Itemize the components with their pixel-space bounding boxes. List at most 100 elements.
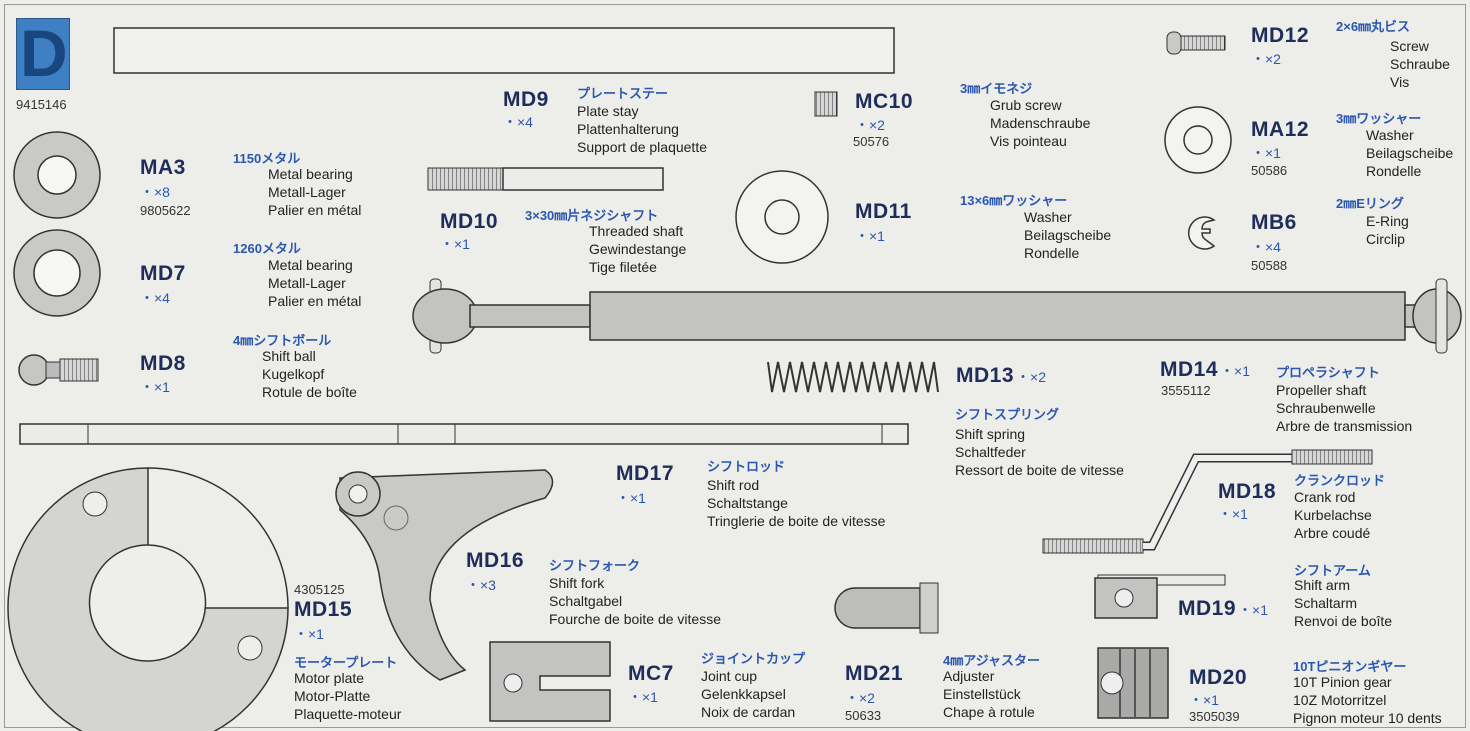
part-jp-md14: プロペラシャフト [1276, 365, 1380, 380]
part-jp-mb6: 2㎜Eリング [1336, 196, 1404, 211]
part-qty-md20: ・×1 [1189, 692, 1219, 708]
part-jp-md11: 13×6㎜ワッシャー [960, 193, 1068, 208]
washer-ma12-drawing [1164, 106, 1232, 174]
part-jp-md13: シフトスプリング [955, 407, 1060, 422]
section-letter: D [20, 16, 68, 90]
part-code-md10: MD10 [440, 210, 499, 233]
grub-screw-drawing [814, 91, 838, 117]
part-qty-md15: ・×1 [294, 626, 324, 642]
part-qty-md12: ・×2 [1251, 51, 1281, 67]
part-jp-md20: 10Tピニオンギヤー [1293, 659, 1407, 674]
part-code-md20: MD20 [1189, 666, 1248, 689]
part-number-ma12: 50586 [1251, 163, 1288, 178]
section-letter-badge: D [16, 16, 70, 90]
part-code-md7: MD7 [140, 262, 186, 285]
part-qty-mc7: ・×1 [628, 689, 658, 705]
part-number-md20: 3505039 [1189, 709, 1240, 724]
part-label-md13: MD13・×2 [956, 364, 1046, 387]
part-code-md11: MD11 [855, 200, 912, 223]
part-code-md15: MD15 [294, 598, 353, 621]
part-jp-ma3: 1150メタル [233, 151, 301, 166]
joint-cup-drawing [489, 641, 611, 722]
part-jp-md15: モータープレート [294, 655, 398, 670]
bearing-ma3-drawing [13, 131, 101, 219]
part-qty-mc10: ・×2 [855, 117, 885, 133]
part-jp-md7: 1260メタル [233, 241, 301, 256]
shift-spring-drawing [767, 361, 939, 393]
part-jp-md21: 4㎜アジャスター [943, 653, 1041, 668]
part-code-ma12: MA12 [1251, 118, 1310, 141]
part-code-md9: MD9 [503, 88, 549, 111]
part-jp-md16: シフトフォーク [549, 558, 641, 573]
part-qty-ma12: ・×1 [1251, 145, 1281, 161]
sheet-number: 9415146 [16, 97, 67, 112]
sheet-frame [4, 4, 1466, 728]
plate-stay-drawing [113, 27, 895, 74]
part-qty-md8: ・×1 [140, 379, 170, 395]
part-code-md8: MD8 [140, 352, 186, 375]
part-number-md15: 4305125 [294, 582, 345, 597]
shift-arm-drawing [1094, 574, 1226, 619]
part-qty-md10: ・×1 [440, 236, 470, 252]
propeller-shaft-drawing [412, 278, 1462, 354]
part-code-md18: MD18 [1218, 480, 1277, 503]
part-code-md16: MD16 [466, 549, 525, 572]
part-number-md21: 50633 [845, 708, 882, 723]
crank-rod-drawing [1042, 449, 1373, 554]
part-qty-md16: ・×3 [466, 577, 496, 593]
part-code-md12: MD12 [1251, 24, 1310, 47]
washer-md11-drawing [735, 170, 829, 264]
part-qty-md17: ・×1 [616, 490, 646, 506]
part-jp-md18: クランクロッド [1294, 473, 1386, 488]
screw-md12-drawing [1166, 31, 1226, 55]
part-number-mc10: 50576 [853, 134, 890, 149]
part-jp-md10: 3×30㎜片ネジシャフト [525, 208, 659, 223]
part-jp-md8: 4㎜シフトボール [233, 333, 332, 348]
part-qty-md18: ・×1 [1218, 506, 1248, 522]
pinion-gear-drawing [1097, 647, 1169, 719]
part-jp-md17: シフトロッド [707, 459, 786, 474]
part-number-mb6: 50588 [1251, 258, 1288, 273]
part-qty-md7: ・×4 [140, 290, 170, 306]
part-qty-md21: ・×2 [845, 690, 875, 706]
part-code-ma3: MA3 [140, 156, 186, 179]
part-qty-ma3: ・×8 [140, 184, 170, 200]
part-code-mc7: MC7 [628, 662, 674, 685]
part-jp-md12: 2×6㎜丸ビス [1336, 19, 1411, 34]
part-code-md21: MD21 [845, 662, 904, 685]
threaded-shaft-drawing [427, 167, 664, 191]
part-label-md14: MD14・×1 [1160, 358, 1250, 381]
part-code-mb6: MB6 [1251, 211, 1297, 234]
part-qty-mb6: ・×4 [1251, 239, 1281, 255]
part-jp-md9: プレートステー [577, 86, 669, 101]
part-jp-mc7: ジョイントカップ [701, 651, 806, 666]
part-qty-md11: ・×1 [855, 228, 885, 244]
part-qty-md9: ・×4 [503, 114, 533, 130]
part-code-mc10: MC10 [855, 90, 914, 113]
part-jp-ma12: 3㎜ワッシャー [1336, 111, 1422, 126]
part-code-md17: MD17 [616, 462, 675, 485]
part-label-md19: MD19・×1 [1178, 597, 1268, 620]
part-number-md14: 3555112 [1161, 383, 1211, 398]
